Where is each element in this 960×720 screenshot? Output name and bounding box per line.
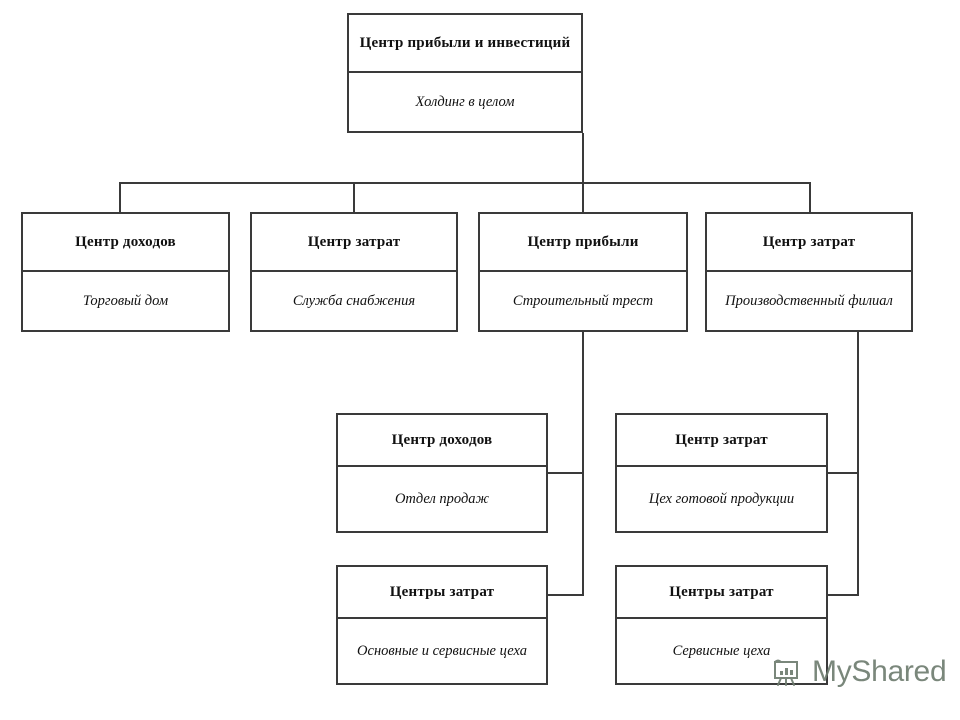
- connector-root-stem: [582, 133, 584, 183]
- node-revenue-center-sales-department-subtitle: Отдел продаж: [394, 490, 490, 507]
- connector-left-branch-stub-upper: [548, 472, 584, 474]
- node-root-title: Центр прибыли и инвестиций: [349, 15, 581, 73]
- connector-right-branch-bus: [857, 332, 859, 596]
- node-cost-center-supply-service-subtitle: Служба снабжения: [292, 292, 416, 309]
- node-cost-center-finished-goods-shop-subtitle: Цех готовой продукции: [648, 490, 795, 507]
- connector-right-branch-stub-lower: [826, 594, 859, 596]
- connector-left-branch-stub-lower: [548, 594, 584, 596]
- node-cost-centers-main-and-service-shops-title: Центры затрат: [338, 567, 546, 619]
- node-revenue-center-trade-house-subtitle: Торговый дом: [82, 292, 169, 309]
- node-revenue-center-sales-department[interactable]: Центр доходов Отдел продаж: [336, 413, 548, 533]
- node-cost-centers-main-and-service-shops[interactable]: Центры затрат Основные и сервисные цеха: [336, 565, 548, 685]
- node-cost-centers-service-shops-subtitle: Сервисные цеха: [672, 642, 771, 659]
- node-revenue-center-trade-house-title: Центр доходов: [23, 214, 228, 272]
- connector-drop-3: [582, 182, 584, 213]
- node-root[interactable]: Центр прибыли и инвестиций Холдинг в цел…: [347, 13, 583, 133]
- myshared-watermark-label: MyShared: [812, 655, 947, 688]
- connector-right-branch-stub-upper: [826, 472, 859, 474]
- connector-level2-bus: [119, 182, 811, 184]
- node-cost-center-supply-service[interactable]: Центр затрат Служба снабжения: [250, 212, 458, 332]
- node-profit-center-construction-trust-subtitle: Строительный трест: [512, 292, 654, 309]
- node-cost-center-finished-goods-shop-title: Центр затрат: [617, 415, 826, 467]
- connector-drop-1: [119, 182, 121, 213]
- node-cost-center-production-branch-title: Центр затрат: [707, 214, 911, 272]
- connector-left-branch-bus: [582, 332, 584, 596]
- connector-drop-2: [353, 182, 355, 213]
- node-profit-center-construction-trust[interactable]: Центр прибыли Строительный трест: [478, 212, 688, 332]
- node-cost-centers-service-shops[interactable]: Центры затрат Сервисные цеха: [615, 565, 828, 685]
- node-cost-centers-service-shops-title: Центры затрат: [617, 567, 826, 619]
- node-cost-centers-main-and-service-shops-subtitle: Основные и сервисные цеха: [357, 642, 527, 659]
- node-cost-center-production-branch-subtitle: Производственный филиал: [725, 292, 893, 309]
- connector-drop-4: [809, 182, 811, 213]
- node-revenue-center-sales-department-title: Центр доходов: [338, 415, 546, 467]
- node-profit-center-construction-trust-title: Центр прибыли: [480, 214, 686, 272]
- node-cost-center-finished-goods-shop[interactable]: Центр затрат Цех готовой продукции: [615, 413, 828, 533]
- node-revenue-center-trade-house[interactable]: Центр доходов Торговый дом: [21, 212, 230, 332]
- node-cost-center-supply-service-title: Центр затрат: [252, 214, 456, 272]
- node-cost-center-production-branch[interactable]: Центр затрат Производственный филиал: [705, 212, 913, 332]
- node-root-subtitle: Холдинг в целом: [415, 93, 515, 110]
